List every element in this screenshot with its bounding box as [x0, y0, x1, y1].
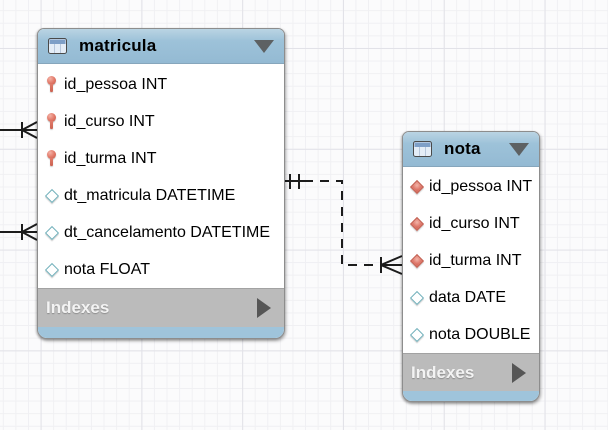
column-row[interactable]: id_curso INT	[38, 103, 284, 140]
column-label: id_turma INT	[64, 150, 156, 168]
column-label: nota FLOAT	[64, 261, 150, 279]
column-label: id_turma INT	[429, 252, 521, 270]
column-row[interactable]: id_turma INT	[38, 140, 284, 177]
table-nota-columns: id_pessoa INT id_curso INT id_turma INT …	[403, 167, 539, 353]
primary-key-icon	[46, 150, 57, 167]
column-row[interactable]: data DATE	[403, 279, 539, 316]
table-matricula-header[interactable]: matricula	[38, 29, 284, 64]
table-title: matricula	[79, 36, 254, 56]
column-row[interactable]: dt_cancelamento DATETIME	[38, 214, 284, 251]
primary-key-icon	[46, 113, 57, 130]
table-title: nota	[444, 139, 509, 159]
foreign-key-diamond-icon	[410, 254, 424, 268]
attribute-diamond-icon	[410, 328, 424, 342]
column-label: id_curso INT	[429, 215, 520, 233]
primary-key-icon	[46, 76, 57, 93]
collapse-table-icon[interactable]	[254, 40, 274, 53]
expand-indexes-icon[interactable]	[512, 363, 526, 383]
column-row[interactable]: id_curso INT	[403, 206, 539, 243]
relationship-line-left-bottom[interactable]	[0, 224, 37, 240]
table-matricula-columns: id_pessoa INT id_curso INT id_turma INT …	[38, 64, 284, 288]
table-nota[interactable]: nota id_pessoa INT id_curso INT id_turma…	[402, 131, 540, 402]
foreign-key-diamond-icon	[410, 217, 424, 231]
column-label: id_pessoa INT	[64, 76, 167, 94]
indexes-label: Indexes	[46, 298, 257, 318]
table-matricula[interactable]: matricula id_pessoa INT id_curso INT id_…	[37, 28, 285, 339]
column-label: id_pessoa INT	[429, 178, 532, 196]
column-label: dt_matricula DATETIME	[64, 187, 235, 205]
column-row[interactable]: id_pessoa INT	[403, 169, 539, 206]
column-row[interactable]: nota DOUBLE	[403, 316, 539, 353]
column-row[interactable]: id_turma INT	[403, 243, 539, 280]
attribute-diamond-icon	[45, 225, 59, 239]
table-nota-header[interactable]: nota	[403, 132, 539, 167]
column-row[interactable]: nota FLOAT	[38, 251, 284, 288]
table-icon	[413, 141, 432, 157]
relationship-line-left-top[interactable]	[0, 122, 37, 138]
indexes-label: Indexes	[411, 363, 512, 383]
attribute-diamond-icon	[410, 291, 424, 305]
attribute-diamond-icon	[45, 262, 59, 276]
table-footer-strip	[38, 327, 284, 338]
column-label: dt_cancelamento DATETIME	[64, 224, 270, 242]
column-label: id_curso INT	[64, 113, 155, 131]
collapse-table-icon[interactable]	[509, 143, 529, 156]
column-label: data DATE	[429, 289, 506, 307]
indexes-section[interactable]: Indexes	[38, 288, 284, 327]
table-icon	[48, 38, 67, 54]
column-label: nota DOUBLE	[429, 326, 530, 344]
column-row[interactable]: dt_matricula DATETIME	[38, 177, 284, 214]
column-row[interactable]: id_pessoa INT	[38, 66, 284, 103]
attribute-diamond-icon	[45, 188, 59, 202]
table-footer-strip	[403, 391, 539, 401]
expand-indexes-icon[interactable]	[257, 298, 271, 318]
foreign-key-diamond-icon	[410, 180, 424, 194]
relationship-line-matricula-nota[interactable]	[283, 174, 402, 274]
indexes-section[interactable]: Indexes	[403, 353, 539, 391]
